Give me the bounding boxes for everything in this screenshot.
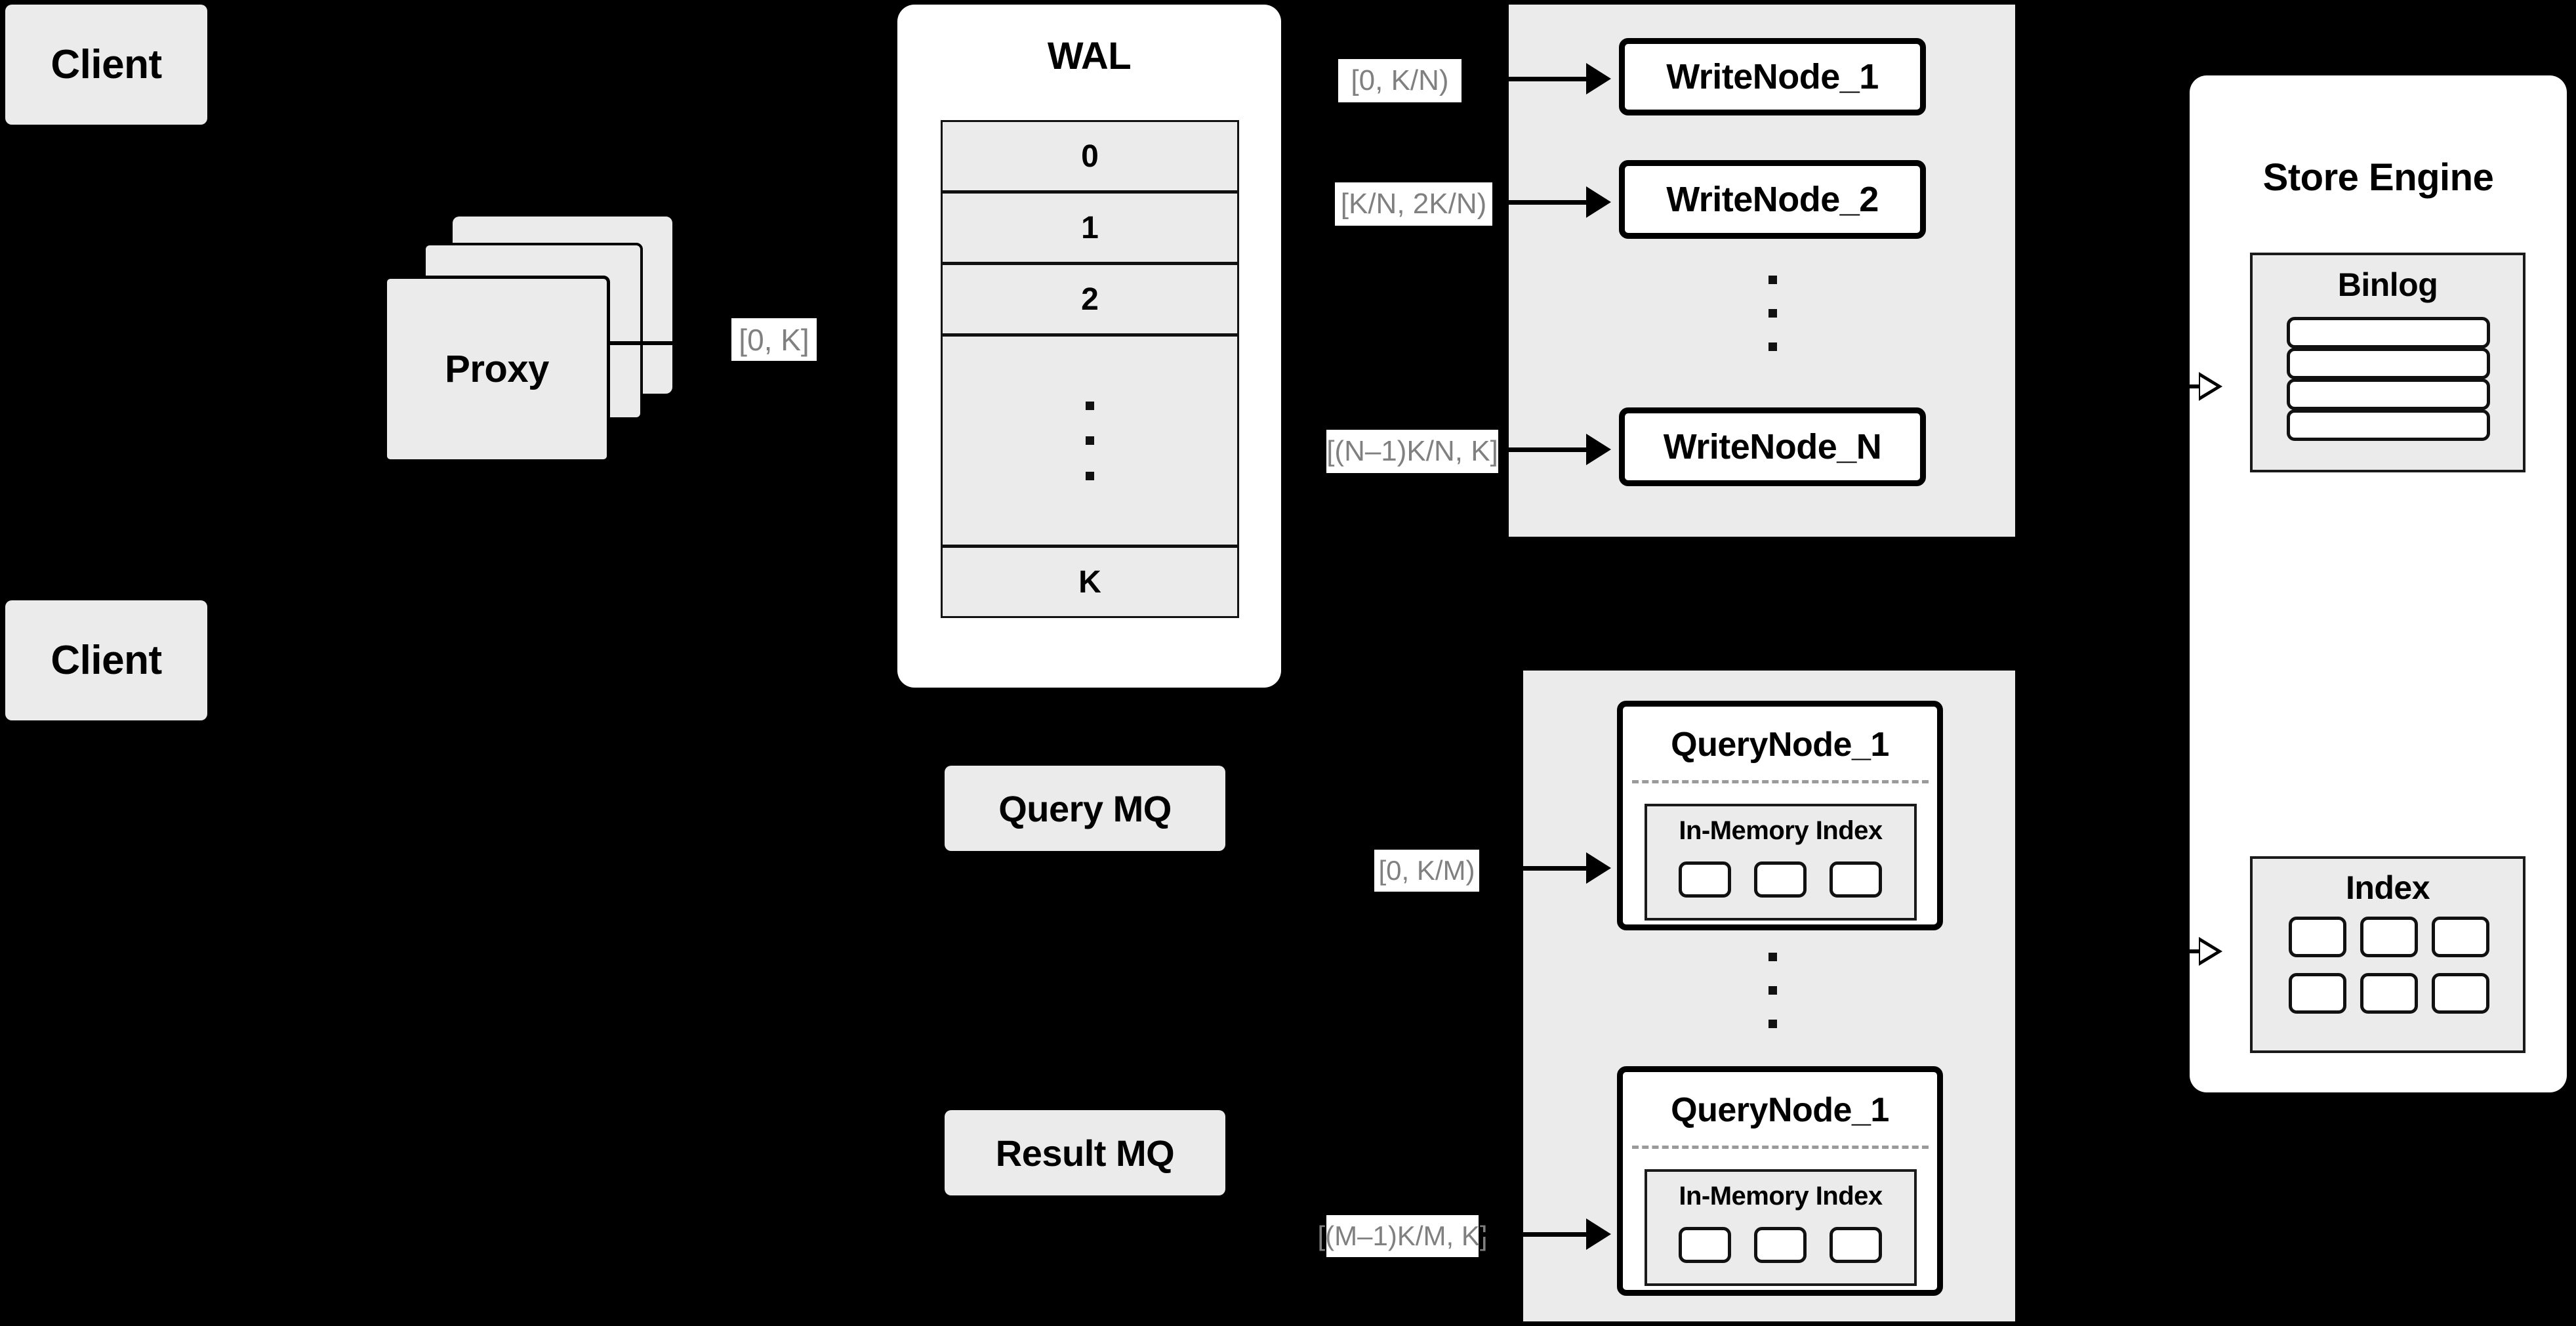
query-node-label-1: QueryNode_1 <box>1671 726 1889 764</box>
client-box-1[interactable]: Client <box>5 5 207 125</box>
query-node-divider-m <box>1632 1146 1929 1149</box>
query-node-title-m: QueryNode_1 <box>1623 1087 1937 1134</box>
in-memory-index-label-m: In-Memory Index <box>1679 1181 1883 1211</box>
index-input-connector <box>2158 949 2199 953</box>
store-index-cell <box>2289 917 2346 957</box>
store-engine-title: Store Engine <box>2190 151 2567 203</box>
write-node-label-1: WriteNode_1 <box>1666 57 1879 96</box>
proxy-label: Proxy <box>445 348 549 390</box>
query-range-label-m: [(M–1)K/M, K] <box>1317 1215 1488 1257</box>
write-node-label-2: WriteNode_2 <box>1666 180 1879 219</box>
query-node-title-1: QueryNode_1 <box>1623 721 1937 768</box>
write-node-1[interactable]: WriteNode_1 <box>1619 38 1926 115</box>
wal-title: WAL <box>897 33 1281 79</box>
index-cell <box>1679 1227 1731 1263</box>
query-arrow-m <box>1586 1218 1611 1250</box>
client-box-2[interactable]: Client <box>5 600 207 720</box>
write-connector-2 <box>1492 200 1586 205</box>
result-mq-box[interactable]: Result MQ <box>945 1110 1225 1195</box>
wal-title-text: WAL <box>1047 34 1132 77</box>
wal-entry-text: K <box>1078 564 1101 600</box>
in-memory-index-1: In-Memory Index <box>1645 804 1917 921</box>
store-index-cell <box>2360 973 2418 1014</box>
query-node-1[interactable]: QueryNode_1 In-Memory Index <box>1617 701 1943 930</box>
query-node-label-m: QueryNode_1 <box>1671 1091 1889 1129</box>
in-memory-index-label-1: In-Memory Index <box>1679 816 1883 845</box>
in-memory-index-title-m: In-Memory Index <box>1647 1177 1914 1215</box>
write-range-label-n: [(N–1)K/N, K] <box>1326 430 1498 473</box>
index-cell <box>1754 861 1807 898</box>
index-cell <box>1679 861 1731 898</box>
client-label-2: Client <box>51 638 162 683</box>
binlog-group: Binlog <box>2250 253 2525 472</box>
binlog-row <box>2287 317 2490 348</box>
index-cell <box>1830 861 1882 898</box>
store-index-title-text: Index <box>2345 869 2430 906</box>
wal-row-1: 1 <box>941 192 1239 264</box>
query-mq-label: Query MQ <box>998 787 1172 829</box>
write-arrow-1 <box>1586 63 1611 94</box>
in-memory-index-title-1: In-Memory Index <box>1647 812 1914 850</box>
wal-entry-text: 2 <box>1081 281 1099 317</box>
store-index-cell <box>2432 917 2489 957</box>
proxy-output-range-label: [0, K] <box>731 318 817 361</box>
proxy-card-front[interactable]: Proxy <box>384 276 610 463</box>
wal-row-2: 2 <box>941 263 1239 335</box>
proxy-to-wal-connector <box>610 341 682 345</box>
wal-ellipsis-icon <box>1086 401 1094 480</box>
wal-entry-text: 0 <box>1081 138 1099 174</box>
wal-entry-text: 1 <box>1081 210 1099 245</box>
write-node-label-n: WriteNode_N <box>1663 427 1882 466</box>
index-cell <box>1754 1227 1807 1263</box>
index-cell <box>1830 1227 1882 1263</box>
query-node-divider-1 <box>1632 780 1929 783</box>
store-index-group: Index <box>2250 856 2525 1053</box>
index-input-arrow <box>2199 937 2222 966</box>
query-cluster-ellipsis-icon <box>1768 953 1777 1028</box>
write-arrow-2 <box>1586 186 1611 218</box>
query-connector-m <box>1479 1232 1586 1237</box>
binlog-row <box>2287 348 2490 379</box>
write-range-label-1: [0, K/N) <box>1338 59 1462 102</box>
query-arrow-1 <box>1586 852 1611 884</box>
write-cluster-ellipsis-icon <box>1768 276 1777 351</box>
wal-row-ellipsis <box>941 335 1239 547</box>
binlog-row <box>2287 409 2490 441</box>
wal-row-0: 0 <box>941 120 1239 192</box>
query-connector-1 <box>1479 866 1586 871</box>
query-mq-box[interactable]: Query MQ <box>945 766 1225 851</box>
store-engine-title-text: Store Engine <box>2262 155 2494 199</box>
write-connector-n <box>1498 447 1586 452</box>
client-label-1: Client <box>51 42 162 87</box>
query-range-label-1: [0, K/M) <box>1374 850 1479 892</box>
binlog-input-connector <box>2158 384 2199 388</box>
query-node-m[interactable]: QueryNode_1 In-Memory Index <box>1617 1066 1943 1296</box>
write-node-n[interactable]: WriteNode_N <box>1619 407 1926 486</box>
binlog-row <box>2287 379 2490 410</box>
in-memory-index-m: In-Memory Index <box>1645 1169 1917 1286</box>
store-index-title: Index <box>2253 865 2523 910</box>
write-connector-1 <box>1462 77 1586 81</box>
result-mq-label: Result MQ <box>995 1132 1175 1174</box>
store-index-cell <box>2289 973 2346 1014</box>
binlog-input-arrow <box>2199 372 2222 401</box>
binlog-title: Binlog <box>2253 262 2523 308</box>
write-node-2[interactable]: WriteNode_2 <box>1619 160 1926 239</box>
store-index-cell <box>2360 917 2418 957</box>
store-index-cell <box>2432 973 2489 1014</box>
wal-row-k: K <box>941 546 1239 618</box>
write-arrow-n <box>1586 434 1611 465</box>
write-range-label-2: [K/N, 2K/N) <box>1335 182 1492 226</box>
binlog-title-text: Binlog <box>2337 266 2438 303</box>
